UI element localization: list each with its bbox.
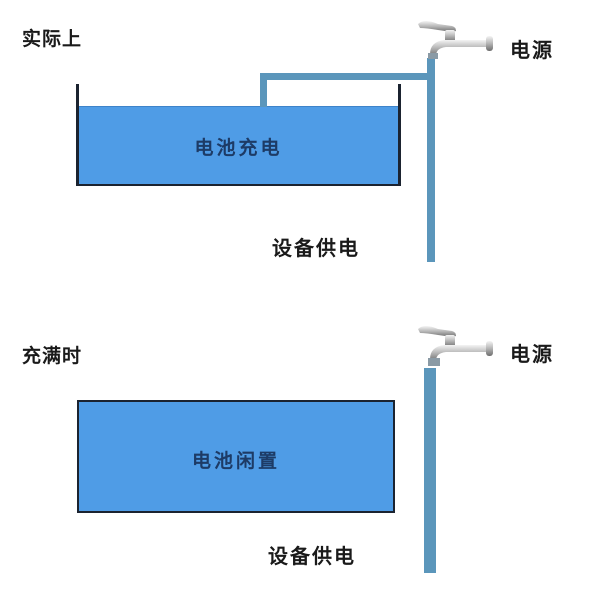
tank-right-wall xyxy=(398,84,401,186)
panel-title: 实际上 xyxy=(22,28,83,50)
source-label: 电源 xyxy=(510,38,554,62)
pipe-horizontal xyxy=(260,73,435,80)
device-label: 设备供电 xyxy=(268,544,356,568)
faucet-icon xyxy=(418,326,493,366)
battery-block: 电池闲置 xyxy=(77,400,395,513)
battery-label: 电池充电 xyxy=(194,137,283,159)
pipe-main-vertical xyxy=(427,58,435,262)
pipe-main-vertical xyxy=(424,368,436,573)
tank-left-wall xyxy=(76,84,79,186)
pipe-branch-to-tank xyxy=(260,73,267,107)
device-label: 设备供电 xyxy=(272,236,360,260)
source-label: 电源 xyxy=(510,342,554,366)
panel-title: 充满时 xyxy=(22,345,83,367)
tank-bottom xyxy=(76,183,401,186)
battery-label: 电池闲置 xyxy=(191,450,280,472)
faucet-icon xyxy=(418,21,493,59)
battery-water: 电池充电 xyxy=(79,106,398,184)
